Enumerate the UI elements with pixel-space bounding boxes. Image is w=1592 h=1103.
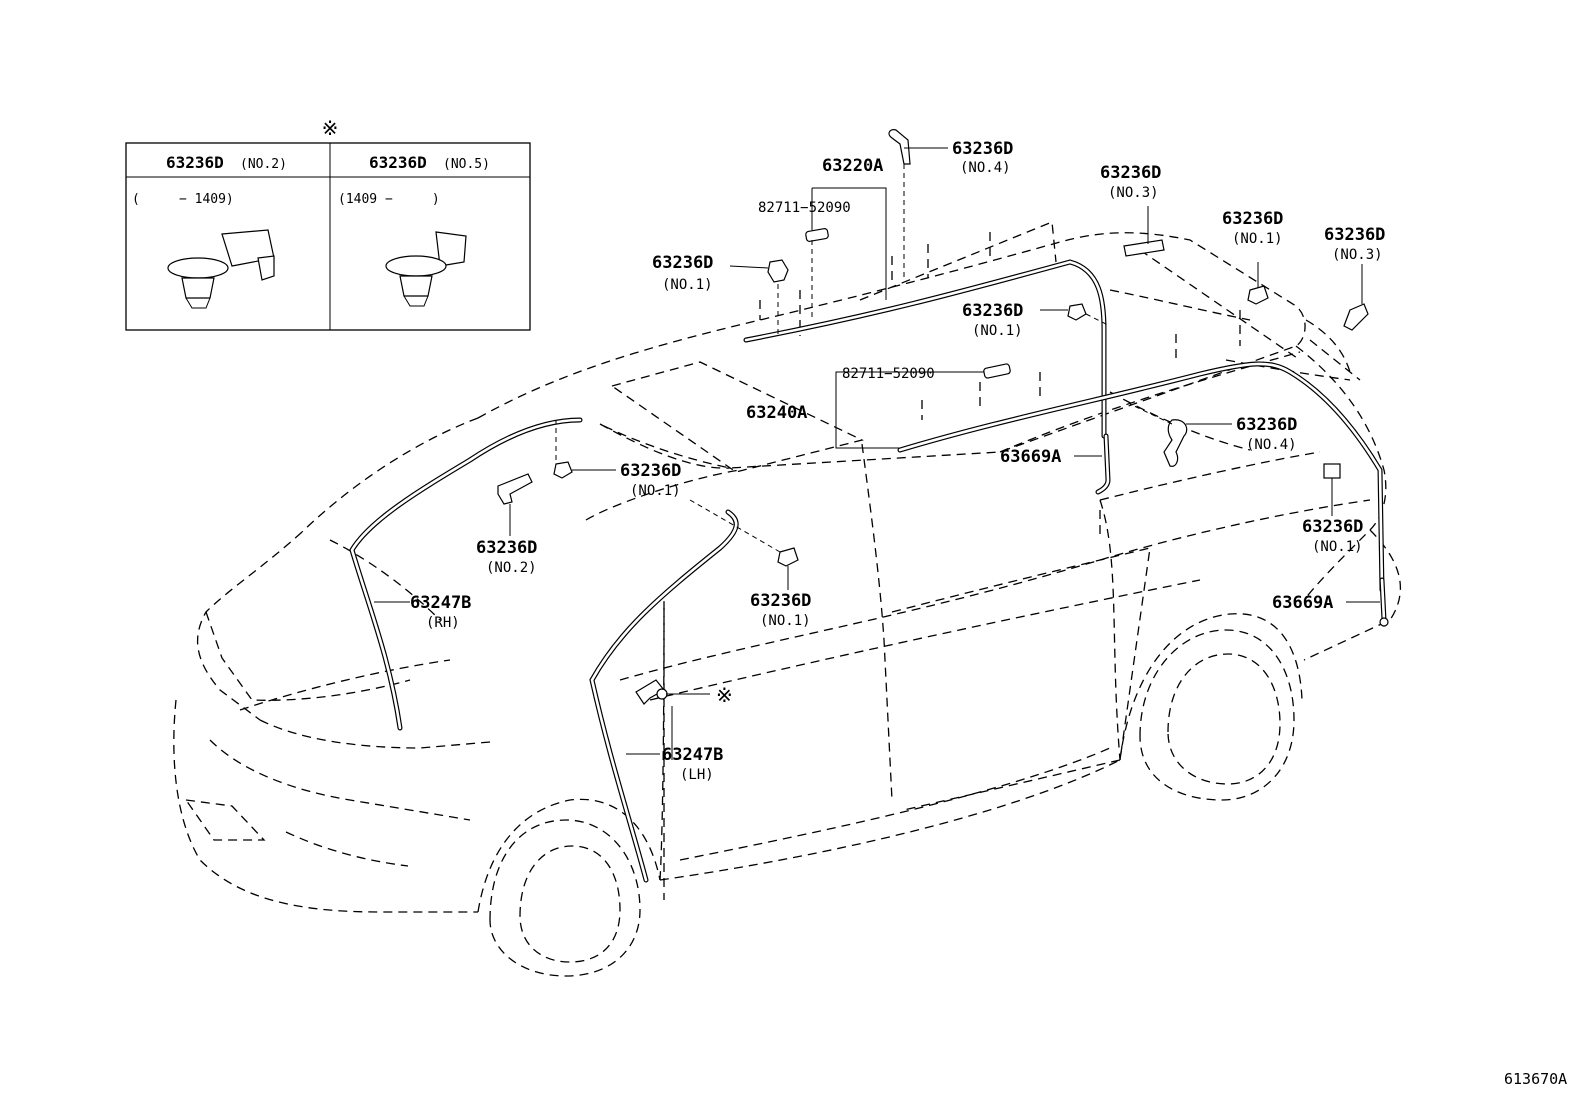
label-63236D-no1-right: 63236D xyxy=(1222,209,1283,229)
label-63220A: 63220A xyxy=(822,156,883,176)
clip-no1-front xyxy=(553,461,573,479)
clip-no2 xyxy=(497,473,533,505)
clips xyxy=(497,129,1369,705)
label-63236D-no1-mid: 63236D xyxy=(962,301,1023,321)
leader-lines xyxy=(374,147,1380,760)
label-63236D-no3-right-note: (NO.3) xyxy=(1332,247,1383,263)
label-63240A: 63240A xyxy=(746,403,807,423)
inset-frame xyxy=(125,142,531,331)
label-63236D-no2: 63236D xyxy=(476,538,537,558)
label-63236D-no4-top: 63236D xyxy=(952,139,1013,159)
clip-no1-rear xyxy=(1323,463,1341,479)
label-63236D-no1-mid-note: (NO.1) xyxy=(972,323,1023,339)
label-63247B-rh-note: (RH) xyxy=(426,615,460,631)
inset-marker: ※ xyxy=(322,116,339,140)
inset-col2-range: (1409 − ) xyxy=(338,192,440,207)
clip-no3-top xyxy=(1123,239,1165,257)
label-82711-top: 82711−52090 xyxy=(758,200,851,216)
label-63236D-no3-top: 63236D xyxy=(1100,163,1161,183)
label-63236D-no3-top-note: (NO.3) xyxy=(1108,185,1159,201)
marker-lh: ※ xyxy=(716,683,733,707)
part-labels: 63236D (NO.4) 63220A 82711−52090 63236D … xyxy=(410,139,1385,783)
inset-col1-note: (NO.2) xyxy=(240,157,287,172)
inset-col2-part: 63236D xyxy=(369,153,427,172)
label-63236D-no3-right: 63236D xyxy=(1324,225,1385,245)
diagram-id: 613670A xyxy=(1504,1070,1567,1088)
band-82711-mid xyxy=(983,363,1011,379)
band-82711-top xyxy=(805,228,829,242)
clip-no4-top xyxy=(888,129,911,165)
clip-no4-mid xyxy=(1163,419,1188,467)
label-63669A-mid: 63669A xyxy=(1000,447,1061,467)
clip-no1-mid xyxy=(1067,303,1087,321)
label-63236D-no1-rear-note: (NO.1) xyxy=(1312,539,1363,555)
label-63236D-no4-mid-note: (NO.4) xyxy=(1246,437,1297,453)
label-82711-mid: 82711−52090 xyxy=(842,366,935,382)
clip-no5-icon xyxy=(385,231,467,307)
label-63247B-rh: 63247B xyxy=(410,593,471,613)
label-63236D-no1-front: 63236D xyxy=(620,461,681,481)
label-63236D-no4-top-note: (NO.4) xyxy=(960,160,1011,176)
clip-variant-inset: ※ 63236D (NO.2) 63236D (NO.5) ( − 1409) … xyxy=(125,116,531,331)
label-63669A-rear: 63669A xyxy=(1272,593,1333,613)
label-63236D-no1-rear: 63236D xyxy=(1302,517,1363,537)
clip-no1-left xyxy=(767,259,789,283)
label-63236D-no1-front-note: (NO.1) xyxy=(630,483,681,499)
clip-no1-right xyxy=(1247,285,1269,305)
label-63236D-no1-right-note: (NO.1) xyxy=(1232,231,1283,247)
label-63236D-no1-pillar: 63236D xyxy=(750,591,811,611)
inset-col2-note: (NO.5) xyxy=(443,157,490,172)
label-63236D-no1-left: 63236D xyxy=(652,253,713,273)
label-63247B-lh-note: (LH) xyxy=(680,767,714,783)
label-63236D-no4-mid: 63236D xyxy=(1236,415,1297,435)
label-63247B-lh: 63247B xyxy=(662,745,723,765)
inset-col1-range: ( − 1409) xyxy=(132,192,234,207)
label-63236D-no2-note: (NO.2) xyxy=(486,560,537,576)
vehicle-outline xyxy=(173,221,1402,977)
clip-no1-pillar xyxy=(777,547,799,567)
label-63236D-no1-pillar-note: (NO.1) xyxy=(760,613,811,629)
antenna-cables xyxy=(349,259,1389,883)
clip-no2-icon xyxy=(167,229,275,309)
clip-no3-right xyxy=(1343,303,1369,331)
inset-col1-part: 63236D xyxy=(166,153,224,172)
label-63236D-no1-left-note: (NO.1) xyxy=(662,277,713,293)
